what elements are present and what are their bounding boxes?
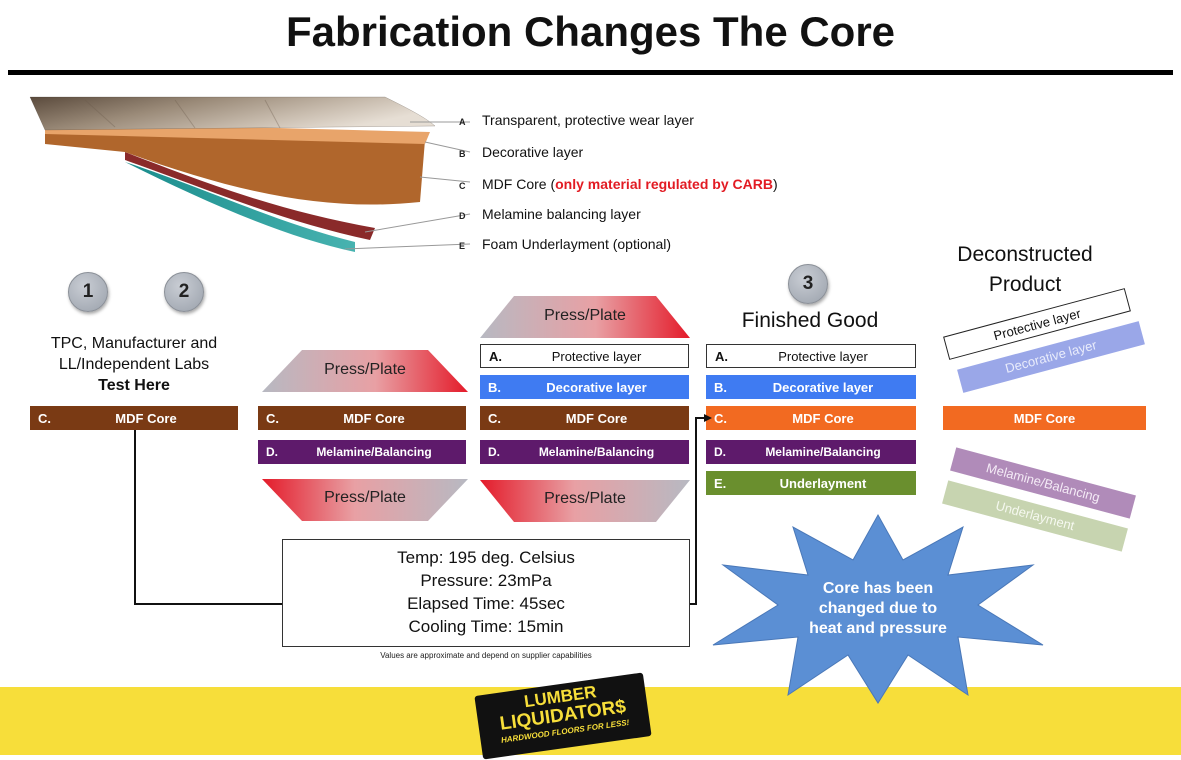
page-title: Fabrication Changes The Core	[285, 8, 896, 55]
laminate-layers-illustration	[29, 96, 471, 252]
stage3-decorative-bar: B.Decorative layer	[480, 375, 689, 399]
stage3-press-plate-bottom: Press/Plate	[544, 490, 626, 507]
finished-mdf-core-bar: C.MDF Core	[706, 406, 916, 430]
stage2-press-plate-bottom-shape	[262, 479, 468, 521]
step-1-badge: 1	[68, 272, 108, 312]
legend-item-a: Transparent, protective wear layer	[482, 112, 694, 128]
legend-letter-b: B	[459, 149, 466, 159]
carb-highlight: only material regulated by CARB	[555, 176, 773, 192]
param-cooling-time: Cooling Time: 15min	[408, 617, 564, 636]
finished-decorative-bar: B.Decorative layer	[706, 375, 916, 399]
stage3-press-plate-top: Press/Plate	[544, 307, 626, 324]
legend-item-c: MDF Core (only material regulated by CAR…	[482, 176, 778, 192]
param-elapsed-time: Elapsed Time: 45sec	[407, 594, 565, 613]
finished-protective-bar: A.Protective layer	[706, 344, 916, 368]
title-divider	[8, 70, 1173, 75]
stage3-mdf-core-bar: C.MDF Core	[480, 406, 689, 430]
starburst-callout: Core has been changed due to heat and pr…	[809, 580, 947, 637]
starburst-shape	[712, 513, 1044, 704]
stage2-press-plate-top-shape	[262, 350, 468, 392]
legend-item-e: Foam Underlayment (optional)	[482, 236, 672, 252]
legend-item-b: Decorative layer	[482, 144, 584, 160]
stage3-melamine-bar: D.Melamine/Balancing	[480, 440, 689, 464]
step-2-badge: 2	[164, 272, 204, 312]
stage1-heading: TPC, Manufacturer and LL/Independent Lab…	[50, 335, 218, 394]
stage3-protective-bar: A.Protective layer	[480, 344, 689, 368]
stage3-press-plate-top-shape	[480, 296, 690, 338]
stage3-press-plate-bottom-shape	[480, 480, 690, 522]
values-footnote: Values are approximate and depend on sup…	[380, 651, 592, 660]
deconstructed-mdf-core-bar: MDF Core	[943, 406, 1146, 430]
stage2-melamine-bar: D.Melamine/Balancing	[258, 440, 466, 464]
legend-item-d: Melamine balancing layer	[482, 206, 641, 222]
finished-good-heading: Finished Good	[741, 309, 879, 332]
process-parameters-box: Temp: 195 deg. Celsius Pressure: 23mPa E…	[282, 539, 690, 647]
step-3-badge: 3	[788, 264, 828, 304]
stage1-mdf-core-bar: C.MDF Core	[30, 406, 238, 430]
stage2-press-plate-top: Press/Plate	[324, 361, 406, 378]
legend-letter-d: D	[459, 211, 466, 221]
stage2-press-plate-bottom: Press/Plate	[324, 489, 406, 506]
finished-melamine-bar: D.Melamine/Balancing	[706, 440, 916, 464]
legend-letter-c: C	[459, 181, 466, 191]
finished-underlayment-bar: E.Underlayment	[706, 471, 916, 495]
legend-letter-e: E	[459, 241, 466, 251]
legend-letter-a: A	[459, 117, 466, 127]
deconstructed-heading: Deconstructed Product	[957, 243, 1093, 296]
param-temp: Temp: 195 deg. Celsius	[397, 548, 575, 567]
stage2-mdf-core-bar: C.MDF Core	[258, 406, 466, 430]
param-pressure: Pressure: 23mPa	[420, 571, 552, 590]
